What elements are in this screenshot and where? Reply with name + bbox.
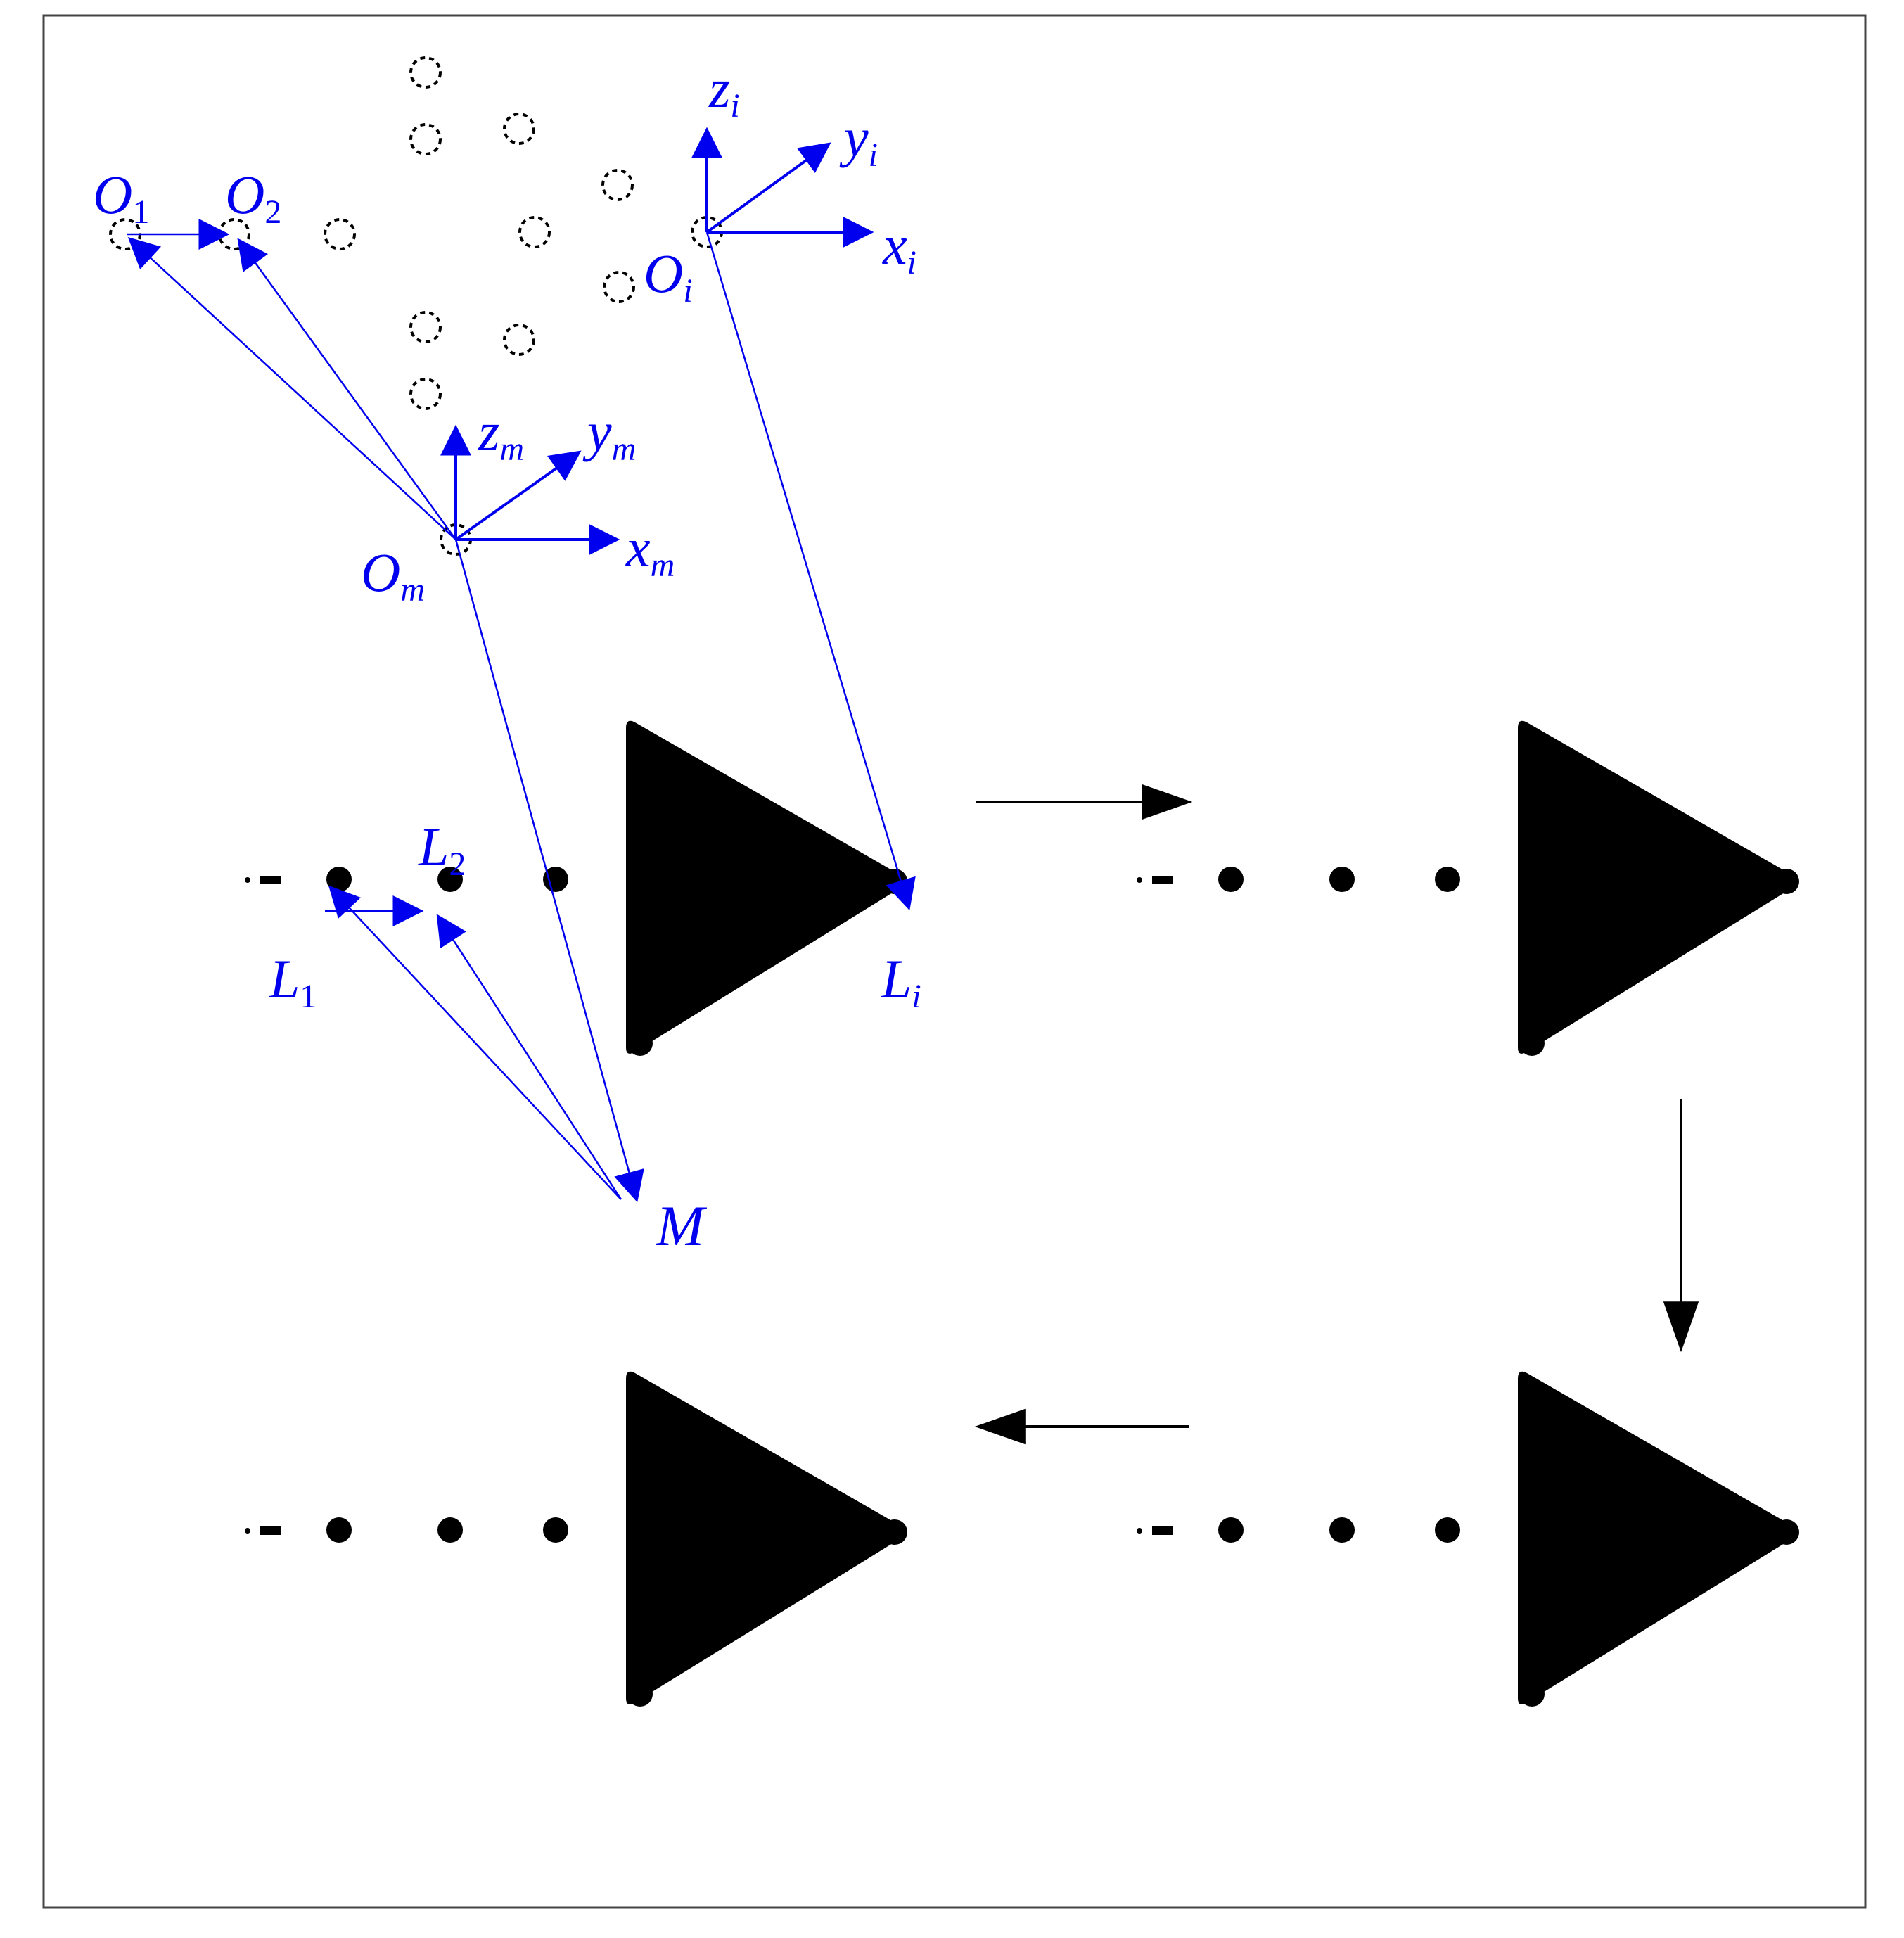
label-M: M <box>656 1194 708 1258</box>
label-xi: xi <box>882 215 916 281</box>
label-zi: zi <box>708 58 740 125</box>
figure-border <box>42 14 1867 1909</box>
labels: O1 O2 zi yi xi Oi zm ym xm Om L2 L1 Li M <box>93 58 921 1258</box>
probe-dashed-3 <box>245 1273 907 1859</box>
probe-solid: #figure .tool { fill: none; } <box>245 623 907 1208</box>
label-yi: yi <box>839 107 878 174</box>
label-zm: zm <box>478 401 524 468</box>
label-Oi: Oi <box>644 243 693 310</box>
label-L2: L2 <box>418 816 466 883</box>
label-Li: Li <box>881 948 921 1015</box>
vector-lines <box>127 219 916 1203</box>
frame-m-axes <box>440 424 620 555</box>
probe-dashed-2 <box>1137 1273 1799 1859</box>
label-L1: L1 <box>269 948 317 1015</box>
label-O2: O2 <box>225 164 281 231</box>
label-O1: O1 <box>93 164 149 231</box>
label-xm: xm <box>625 517 675 584</box>
probe-dashed-1 <box>1137 623 1799 1208</box>
label-ym: ym <box>582 401 636 468</box>
frame-i-axes <box>691 127 874 248</box>
label-Om: Om <box>361 542 425 608</box>
sequence-arrows <box>974 784 1699 1445</box>
